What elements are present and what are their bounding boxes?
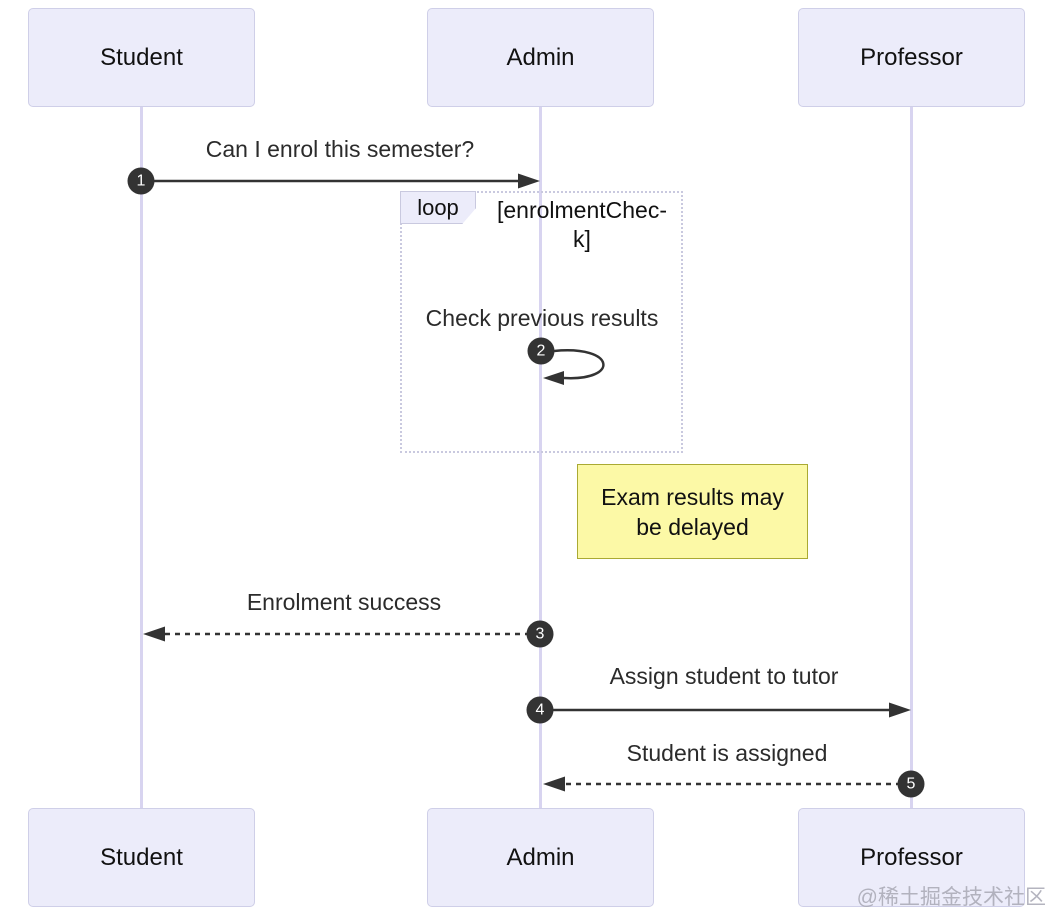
sequence-badge-4: 4	[526, 696, 554, 724]
loop-label-tag: loop	[400, 191, 476, 224]
loop-condition-line-2: k]	[573, 226, 591, 252]
message-label-3: Enrolment success	[246, 589, 442, 615]
actor-professor-bottom: Professor	[798, 808, 1025, 907]
actor-admin-bottom-label: Admin	[506, 843, 575, 871]
message-arrow-1	[141, 173, 540, 189]
sequence-badge-1: 1	[127, 167, 155, 195]
watermark: @稀土掘金技术社区	[856, 886, 1046, 909]
arrowhead-right-icon	[518, 173, 540, 189]
arrowhead-left-icon	[543, 776, 565, 792]
loop-frame	[400, 191, 683, 453]
note-exam-results: Exam results may be delayed	[577, 464, 808, 559]
message-arrow-5	[543, 776, 911, 792]
sequence-badge-3: 3	[526, 620, 554, 648]
arrowhead-left-icon	[143, 626, 165, 642]
actor-admin-top-label: Admin	[506, 43, 575, 71]
actor-student-top-label: Student	[100, 43, 183, 71]
message-arrow-3	[143, 626, 540, 642]
loop-condition-line-1: [enrolmentChec-	[496, 197, 668, 223]
message-label-4: Assign student to tutor	[609, 663, 839, 689]
actor-professor-bottom-label: Professor	[860, 843, 963, 871]
actor-admin-top: Admin	[427, 8, 654, 107]
lifeline-admin	[539, 107, 542, 808]
message-label-1: Can I enrol this semester?	[205, 136, 475, 162]
sequence-badge-5: 5	[897, 770, 925, 798]
actor-admin-bottom: Admin	[427, 808, 654, 907]
actor-student-bottom-label: Student	[100, 843, 183, 871]
actor-professor-top: Professor	[798, 8, 1025, 107]
lifeline-student	[140, 107, 143, 808]
arrowhead-right-icon	[889, 702, 911, 718]
loop-condition: [enrolmentChec- k]	[482, 196, 682, 254]
note-line-1: Exam results may	[601, 483, 784, 510]
actor-student-bottom: Student	[28, 808, 255, 907]
actor-professor-top-label: Professor	[860, 43, 963, 71]
message-arrow-4	[540, 702, 911, 718]
sequence-badge-2: 2	[527, 337, 555, 365]
message-label-5: Student is assigned	[626, 740, 828, 766]
actor-student-top: Student	[28, 8, 255, 107]
message-label-2: Check previous results	[425, 305, 659, 331]
note-line-2: be delayed	[636, 513, 749, 540]
lifeline-professor	[910, 107, 913, 808]
